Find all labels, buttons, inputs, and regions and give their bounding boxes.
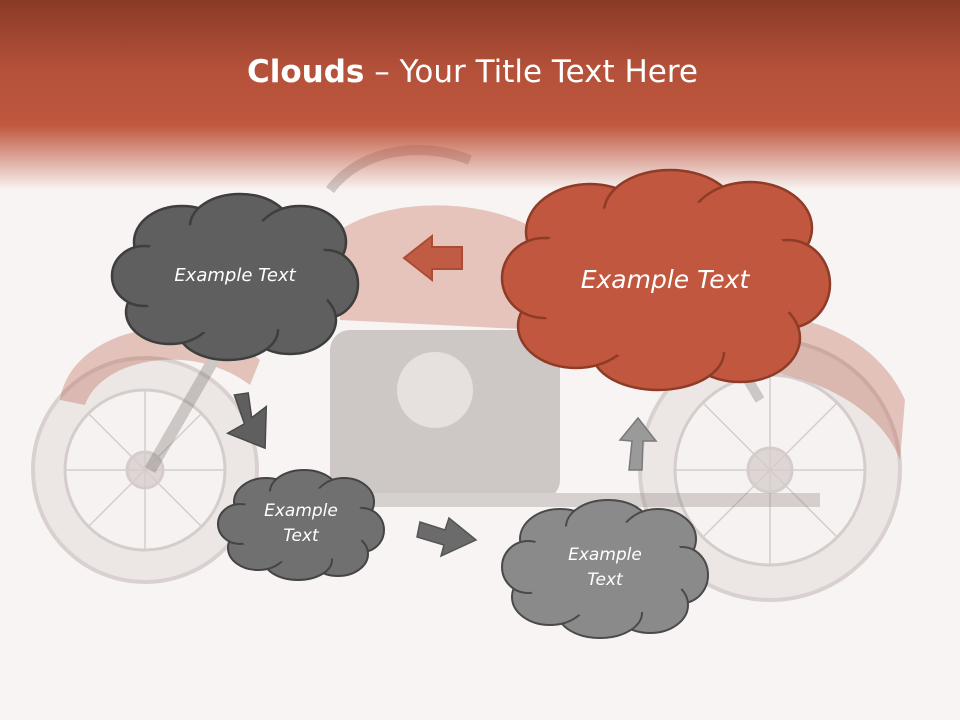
arrow-down-icon xyxy=(225,392,268,450)
cloud-bottom-left-line2: Text xyxy=(283,526,319,546)
slide-title: Clouds – Your Title Text Here xyxy=(0,54,945,90)
cloud-top-left-text: Example Text xyxy=(174,264,296,286)
cloud-bottom-right[interactable]: Example Text xyxy=(500,497,710,639)
cloud-top-right-text: Example Text xyxy=(580,264,750,294)
header-band xyxy=(0,0,960,200)
title-rest: Your Title Text Here xyxy=(399,54,698,90)
cloud-bottom-right-line1: Example xyxy=(568,545,642,566)
arrow-left-icon xyxy=(402,233,463,283)
cloud-top-left[interactable]: Example Text xyxy=(110,192,360,362)
arrow-right-icon xyxy=(416,516,478,558)
cloud-shape xyxy=(501,499,709,639)
arrow-up-icon xyxy=(618,416,658,471)
cloud-bottom-left-line1: Example xyxy=(264,501,338,522)
title-dash: – xyxy=(364,54,400,90)
cloud-shape xyxy=(217,469,385,581)
cloud-bottom-right-line2: Text xyxy=(587,570,623,590)
cloud-shape xyxy=(500,168,832,392)
cloud-bottom-left[interactable]: Example Text xyxy=(217,468,385,581)
title-bold-part: Clouds xyxy=(247,54,365,90)
cloud-shape xyxy=(110,192,360,362)
cloud-top-right[interactable]: Example Text xyxy=(498,166,832,394)
